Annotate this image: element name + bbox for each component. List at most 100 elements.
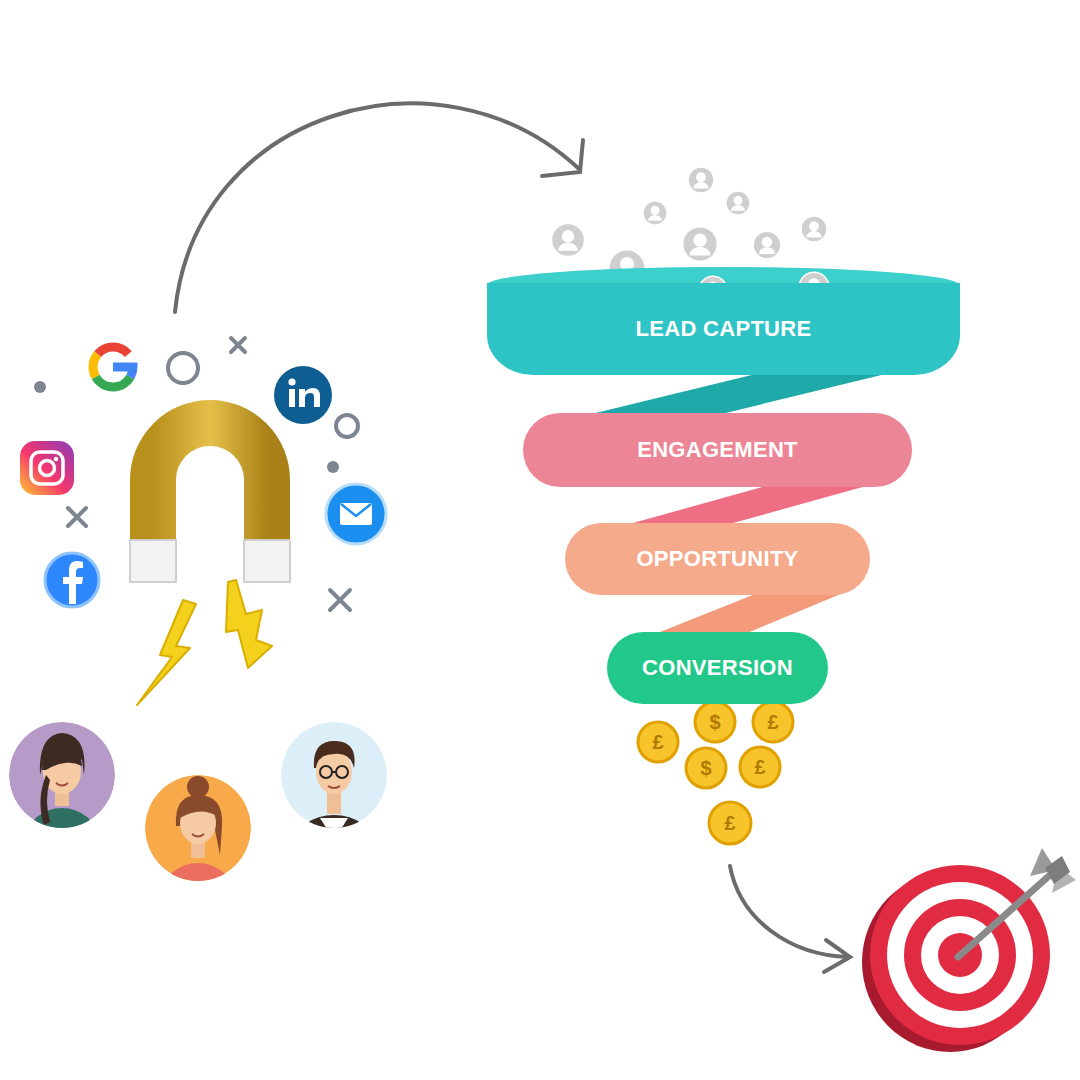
person-icons (753, 231, 781, 259)
instagram-icon (31, 452, 63, 484)
avatar (9, 722, 115, 872)
avatar (56, 783, 68, 786)
facebook-icon (45, 553, 99, 607)
funnel-band: ENGAGEMENT (523, 413, 912, 487)
email-icon (326, 484, 386, 544)
person-icons (643, 201, 667, 225)
person-icons (682, 226, 717, 261)
avatar (26, 808, 98, 872)
coin (695, 702, 735, 742)
dart (958, 875, 1050, 957)
band-label: ENGAGEMENT (637, 437, 798, 463)
lightning-bolt (137, 580, 272, 705)
avatar (332, 771, 336, 773)
google-icon (98, 347, 129, 354)
lower-arrow (730, 866, 850, 972)
coin-symbol: $ (700, 758, 711, 778)
funnel-twist (645, 588, 855, 638)
avatar (328, 786, 340, 788)
person-icons (801, 216, 827, 242)
coin (709, 802, 751, 844)
linkedin-icon (299, 388, 320, 407)
lightning-bolt (226, 580, 272, 668)
avatar (42, 744, 82, 770)
coin-symbol: £ (754, 757, 765, 777)
band-label: LEAD CAPTURE (636, 316, 812, 342)
facebook-icon (45, 553, 99, 607)
linkedin-icon (274, 366, 332, 424)
linkedin-icon (289, 389, 295, 407)
email-icon (340, 503, 372, 525)
instagram-icon (20, 441, 74, 495)
funnel-twist (575, 362, 935, 638)
google-icon (93, 347, 133, 387)
avatar (187, 776, 209, 798)
coin (740, 747, 780, 787)
funnel-band: CONVERSION (607, 632, 828, 704)
decorations (231, 338, 245, 352)
avatar (176, 795, 222, 855)
linkedin-icon (288, 378, 295, 385)
target (862, 865, 1050, 1052)
instagram-icon (40, 461, 55, 476)
decorations (327, 461, 339, 473)
person-icons (551, 223, 584, 256)
decorations (34, 381, 46, 393)
target (870, 865, 1050, 1045)
person-icons (726, 191, 750, 215)
decorations (336, 415, 358, 437)
avatar (40, 775, 50, 825)
avatar (336, 766, 348, 778)
band-label: OPPORTUNITY (636, 546, 798, 572)
avatar (320, 818, 348, 840)
magnet (130, 423, 290, 582)
funnel-band: LEAD CAPTURE (487, 283, 960, 375)
curved-arrow (542, 140, 583, 176)
avatar (314, 741, 355, 768)
instagram-icon (54, 457, 58, 461)
decorations (168, 353, 198, 383)
magnet (153, 423, 267, 540)
avatar (320, 766, 332, 778)
funnel-band: OPPORTUNITY (565, 523, 870, 595)
coin-symbol: £ (652, 732, 663, 752)
magnet (130, 540, 176, 582)
decorations (34, 338, 358, 610)
band-label: CONVERSION (642, 655, 793, 681)
avatar (294, 815, 374, 875)
avatar (145, 775, 251, 927)
email-icon (326, 484, 386, 544)
coin-symbol: $ (709, 712, 720, 732)
facebook-icon (63, 561, 83, 604)
coin (753, 702, 793, 742)
avatar (281, 722, 387, 875)
coin (686, 748, 726, 788)
avatar (327, 792, 341, 814)
decorations (330, 590, 350, 610)
coin-symbol: £ (767, 712, 778, 732)
coin (638, 722, 678, 762)
google-icon (96, 377, 131, 387)
avatar (320, 766, 348, 778)
lightning-bolt (137, 600, 196, 705)
avatar (162, 863, 234, 927)
coin-symbol: £ (724, 813, 735, 833)
person-icons (688, 167, 714, 193)
magnet (244, 540, 290, 582)
coin (638, 702, 793, 844)
avatar (180, 799, 217, 818)
avatar (281, 722, 387, 828)
linkedin-icon (274, 366, 332, 424)
google-icon (113, 367, 133, 377)
lower-arrow (824, 940, 850, 972)
email-icon (341, 504, 371, 516)
instagram-icon (20, 441, 74, 495)
google-icon (93, 354, 98, 377)
dart (1045, 856, 1070, 884)
decorations (68, 508, 86, 526)
dart (958, 848, 1076, 957)
avatar (192, 834, 204, 837)
